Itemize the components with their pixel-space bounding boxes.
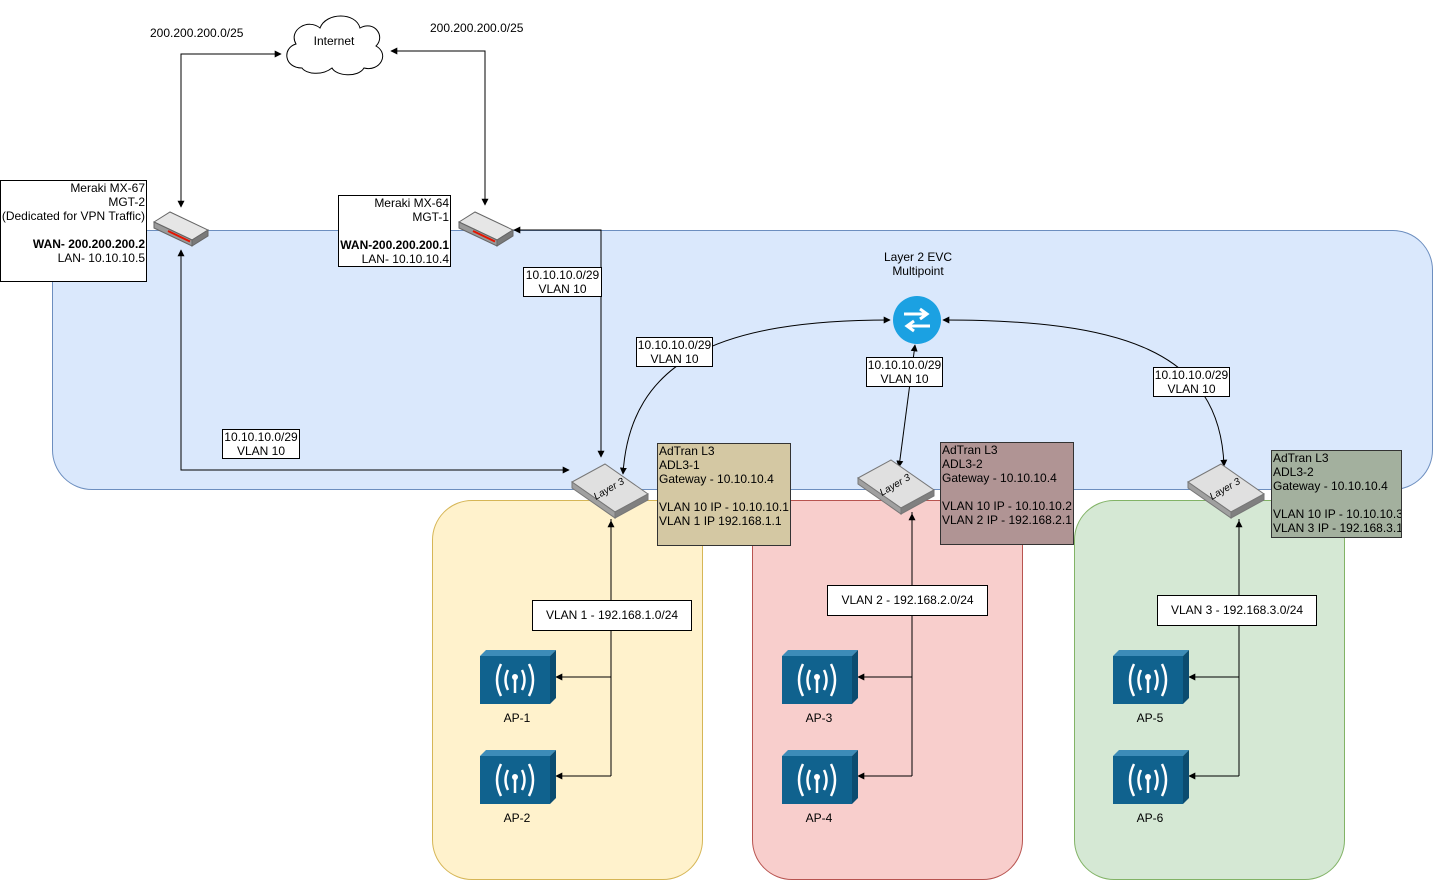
mx64-info: Meraki MX-64 MGT-1 WAN-200.200.200.1 LAN… [338,195,451,267]
firewall-appliance-icon [152,211,210,247]
access-point-icon [1113,750,1189,804]
wire-internet-mx67 [177,50,282,208]
access-point-icon [1113,650,1189,704]
wire-evc-adl3-3 [942,316,1228,467]
wire-mx67-adl3-1 [177,249,570,474]
site-1-zone [432,500,703,880]
layer3-switch-icon: Layer 3 [571,463,649,519]
ap-label: AP-1 [503,711,531,725]
internet-label: Internet [313,34,355,48]
wire-internet-mx64 [390,47,489,206]
access-point-icon [480,650,556,704]
wire-mx64-adl3-1 [513,226,605,458]
cloud-icon [286,15,384,76]
layer3-switch-icon: Layer 3 [857,459,935,515]
site-1-vlan-label: VLAN 1 - 192.168.1.0/24 [532,600,692,631]
ap-label: AP-4 [805,811,833,825]
site-2-vlan-label: VLAN 2 - 192.168.2.0/24 [827,585,988,616]
ap-label: AP-6 [1136,811,1164,825]
wan-subnet-right: 200.200.200.0/25 [430,21,524,35]
ap-label: AP-3 [805,711,833,725]
evc-title: Layer 2 EVC Multipoint [883,250,953,278]
wan-subnet-left: 200.200.200.0/25 [150,26,244,40]
ap-label: AP-2 [503,811,531,825]
mx67-info: Meraki MX-67 MGT-2 (Dedicated for VPN Tr… [0,180,147,282]
firewall-appliance-icon [457,211,515,247]
ap-label: AP-5 [1136,711,1164,725]
access-point-icon [782,650,858,704]
access-point-icon [782,750,858,804]
access-point-icon [480,750,556,804]
layer3-switch-icon: Layer 3 [1187,463,1265,519]
evc-switch-icon [893,296,941,344]
site-3-vlan-label: VLAN 3 - 192.168.3.0/24 [1157,595,1317,626]
